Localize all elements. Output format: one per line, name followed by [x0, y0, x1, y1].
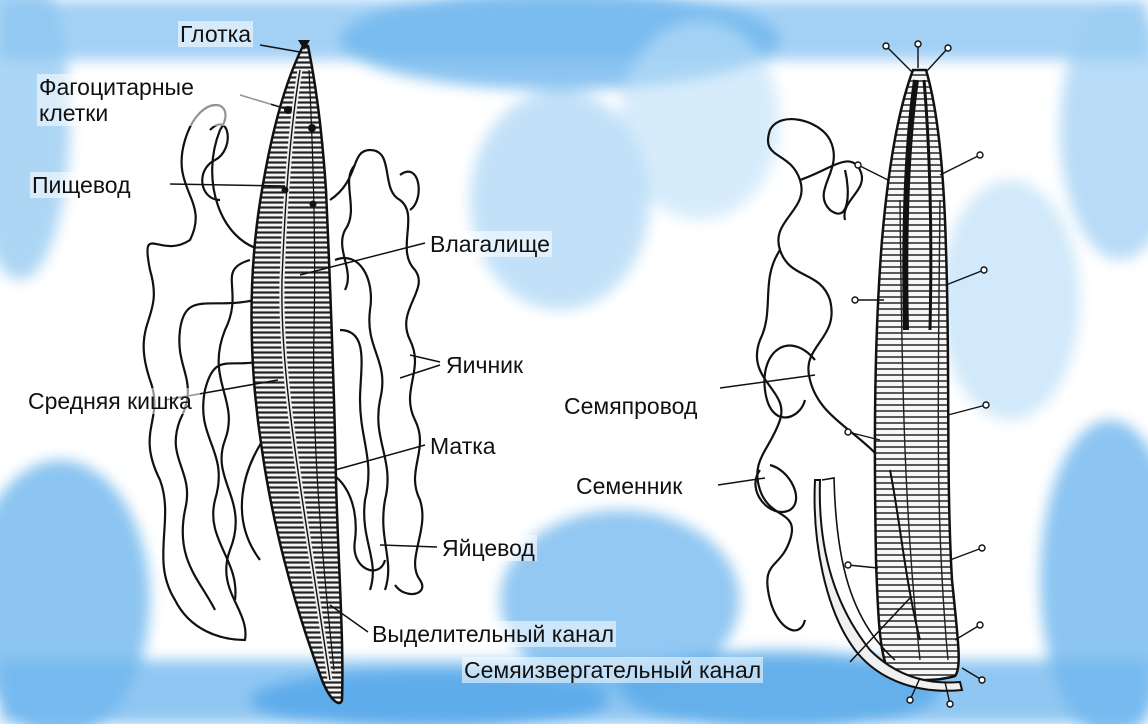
label-phagocytic-cells: Фагоцитарные клетки	[37, 74, 271, 126]
label-uterus: Матка	[428, 433, 498, 459]
label-midgut: Средняя кишка	[26, 388, 200, 414]
label-vas-deferens: Семяпровод	[562, 393, 699, 419]
label-testis: Семенник	[574, 473, 684, 499]
label-pharynx: Глотка	[178, 21, 253, 47]
label-oviduct: Яйцевод	[440, 535, 537, 561]
label-ovary: Яичник	[444, 352, 525, 378]
label-esophagus: Пищевод	[30, 172, 133, 198]
label-vagina: Влагалище	[428, 231, 552, 257]
label-excretory-canal: Выделительный канал	[370, 621, 616, 647]
label-ejaculatory-canal: Семяизвергательный канал	[462, 657, 763, 683]
